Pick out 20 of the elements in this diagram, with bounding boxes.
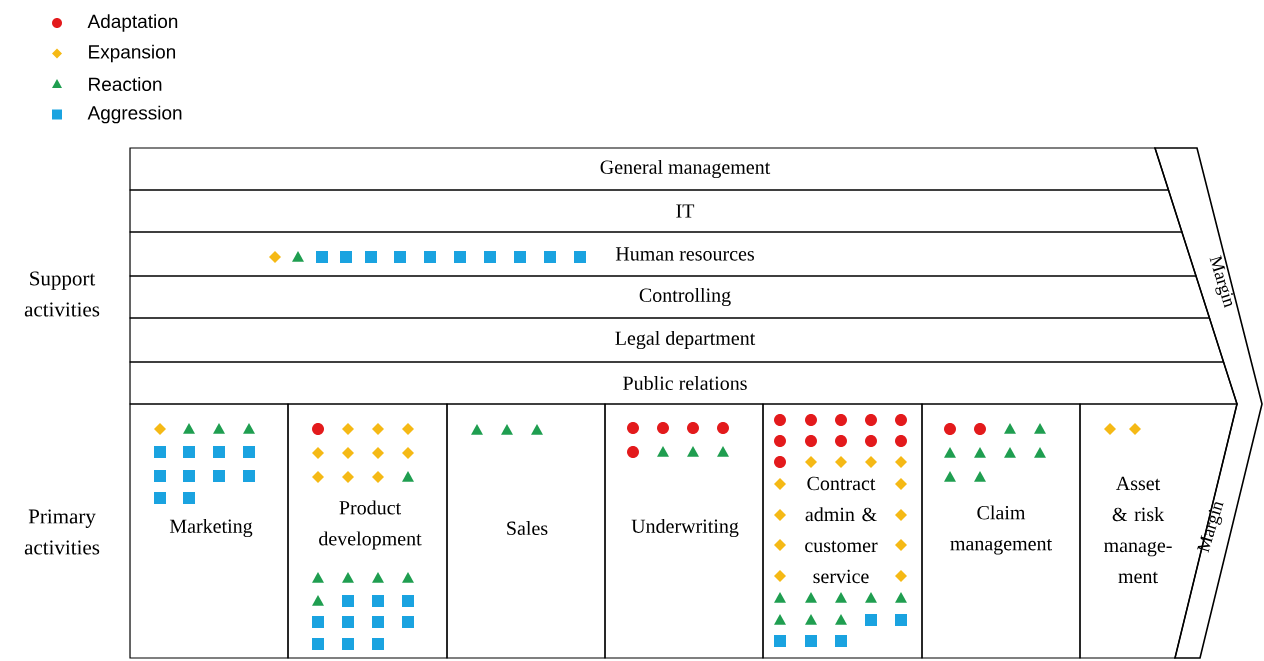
activity-cell: Product development xyxy=(287,403,448,659)
activity-band: General management xyxy=(129,147,1170,191)
legend-label: Adaptation xyxy=(87,14,178,32)
activity-cell: Marketing xyxy=(129,403,289,659)
margin-label: Margin xyxy=(1209,255,1233,309)
activity-band: Human resources xyxy=(129,231,1197,277)
activity-cell: Contract admin & customer service xyxy=(762,403,923,659)
activity-cell: Claim management xyxy=(921,403,1081,659)
side-label: Support activities xyxy=(24,271,100,317)
activity-band: Legal department xyxy=(129,317,1225,363)
legend-label: Reaction xyxy=(89,77,162,91)
activity-band: IT xyxy=(129,189,1183,233)
activity-cell: Underwriting xyxy=(604,403,764,659)
legend-label: Expansion xyxy=(89,44,175,63)
margin-label: Margin xyxy=(1197,502,1224,553)
side-label: Primary activities xyxy=(24,509,100,555)
activity-band: Public relations xyxy=(129,361,1238,405)
legend-label: Aggression xyxy=(87,105,182,124)
activity-band: Controlling xyxy=(129,275,1211,319)
activity-cell: Sales xyxy=(446,403,606,659)
